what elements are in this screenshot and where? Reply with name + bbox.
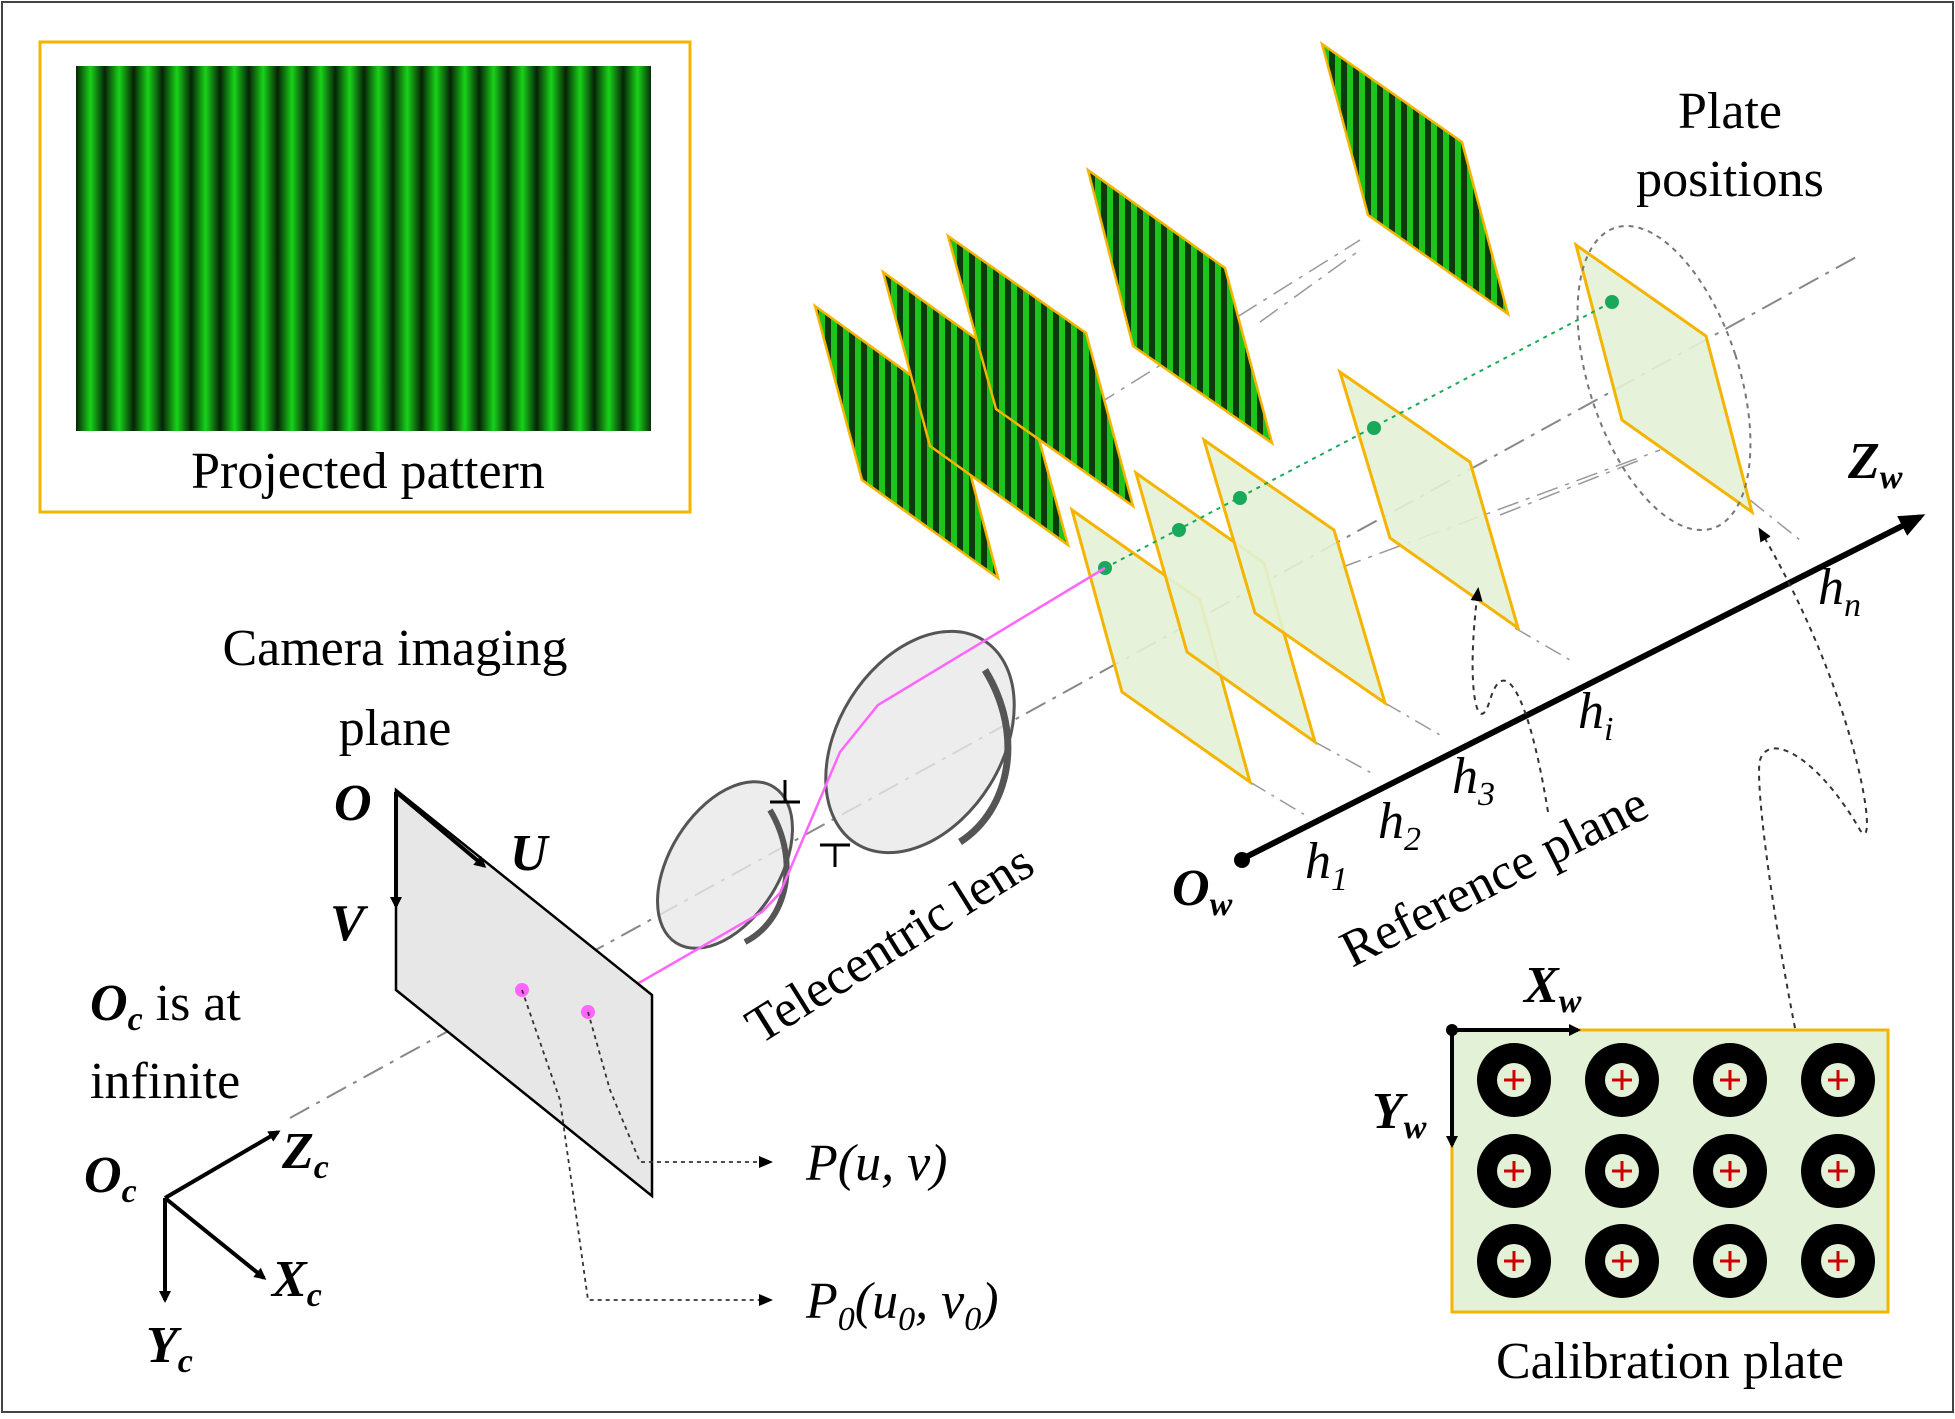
p-label: P(u, v) — [805, 1135, 947, 1192]
calibration-marker — [1585, 1043, 1659, 1117]
h1-label: h1 — [1305, 833, 1348, 898]
calibration-marker — [1693, 1134, 1767, 1208]
xw-label: Xw — [1522, 957, 1582, 1020]
reference-plates — [1069, 241, 1755, 786]
zc-axis — [163, 1130, 281, 1200]
plate-positions-label-1: Plate — [1678, 83, 1782, 140]
xc-label: Xc — [270, 1251, 322, 1314]
calibration-plate-label: Calibration plate — [1496, 1333, 1844, 1390]
guide-line — [1259, 249, 1361, 323]
yw-label: Yw — [1372, 1083, 1427, 1146]
light-ray — [591, 566, 1106, 1012]
hn-label: hn — [1818, 559, 1861, 624]
u-axis — [394, 790, 487, 868]
projected-pattern-panel: Projected pattern — [38, 40, 692, 514]
calibration-marker — [1693, 1043, 1767, 1117]
guide-line — [1499, 459, 1641, 516]
lens-icon — [656, 629, 1016, 950]
p0-leader — [521, 989, 773, 1306]
calibration-marker — [1801, 1134, 1875, 1208]
h2-label: h2 — [1378, 793, 1421, 858]
projected-pattern-label: Projected pattern — [191, 443, 545, 500]
ow-origin-dot — [1234, 852, 1250, 868]
u-label: U — [510, 825, 550, 882]
calibration-marker — [1477, 1134, 1551, 1208]
o-label: O — [334, 775, 372, 832]
camera-plane-label-1: Camera imaging — [222, 620, 567, 677]
zw-axis — [1238, 514, 1926, 863]
perpendicular-icon — [770, 780, 850, 867]
camera-plane-label-2: plane — [339, 700, 452, 757]
calibration-marker — [1477, 1224, 1551, 1298]
p-leader — [587, 1011, 773, 1168]
oc-infinite-label-2: infinite — [90, 1053, 240, 1110]
oc-label: Oc — [84, 1147, 137, 1210]
calibration-marker — [1801, 1224, 1875, 1298]
projected-pattern-image — [76, 66, 651, 431]
calibration-plate-pointer — [1758, 527, 1868, 1029]
oc-infinite-label-1: Oc is at — [90, 975, 241, 1038]
zw-label: Zw — [1847, 433, 1903, 496]
calibration-marker — [1801, 1043, 1875, 1117]
calibration-marker — [1585, 1224, 1659, 1298]
fringe-plates — [812, 41, 1511, 582]
p0-label: P0(u0, v0) — [805, 1273, 999, 1338]
xc-axis — [163, 1196, 267, 1280]
plate-positions-label-2: positions — [1636, 151, 1824, 208]
ow-label: Ow — [1172, 860, 1233, 923]
plate-positions-ellipse — [1576, 224, 1752, 532]
calibration-marker — [1693, 1224, 1767, 1298]
calibration-plate: Xw Yw Calibration plate — [1372, 957, 1890, 1390]
center-line — [1104, 301, 1613, 569]
calibration-marker — [1585, 1134, 1659, 1208]
guide-line — [1339, 449, 1661, 569]
reference-plane-pointer — [1470, 587, 1549, 813]
v-label: V — [330, 895, 369, 952]
height-guides — [1249, 499, 1801, 816]
h3-label: h3 — [1452, 748, 1495, 813]
calibration-markers — [1477, 1043, 1875, 1298]
zc-label: Zc — [281, 1123, 329, 1186]
yc-label: Yc — [146, 1317, 193, 1380]
hi-label: hi — [1578, 683, 1613, 748]
calibration-marker — [1477, 1043, 1551, 1117]
